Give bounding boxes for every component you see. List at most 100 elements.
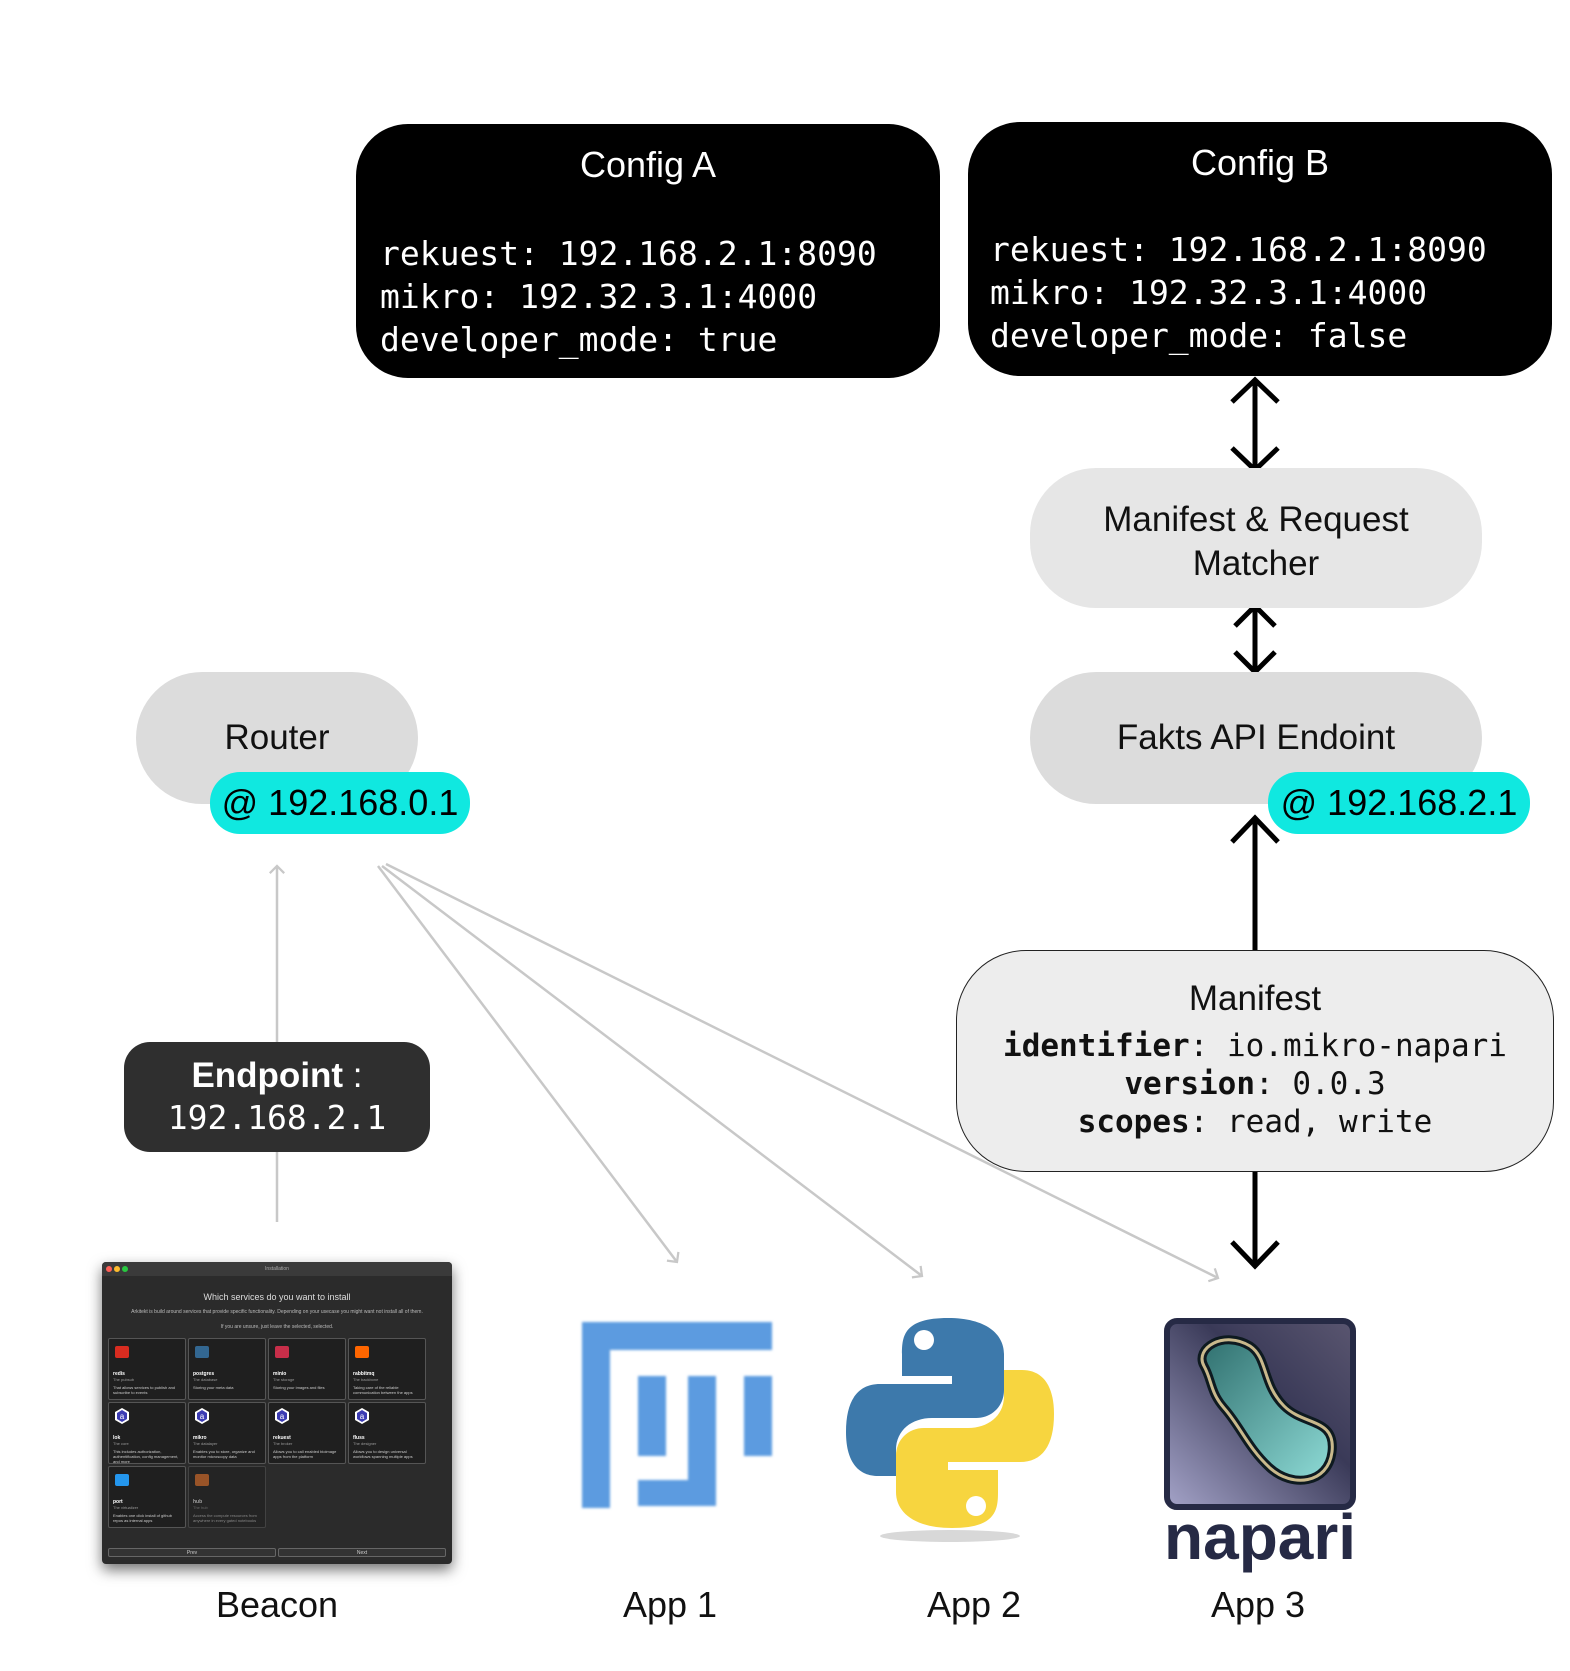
- svg-text:a: a: [280, 1412, 285, 1421]
- service-tile-description: Access the compute resources from anywhe…: [193, 1513, 257, 1523]
- arkitekt-icon: a: [353, 1407, 371, 1425]
- router-label: Router: [224, 718, 330, 757]
- config-b-card: Config B rekuest: 192.168.2.1:8090 mikro…: [968, 122, 1552, 376]
- double-arrow-matcher-fakts: [1233, 602, 1277, 676]
- service-tile-description: This includes authorization, authentific…: [113, 1449, 179, 1464]
- service-tile-subtitle: The broker: [273, 1441, 293, 1446]
- fiji-icon: [582, 1322, 772, 1508]
- matcher-node: Manifest & Request Matcher: [1030, 468, 1482, 608]
- maximize-dot-icon: [122, 1266, 128, 1272]
- service-tile-subtitle: The designer: [353, 1441, 377, 1446]
- fakts-ip-badge: @ 192.168.2.1: [1268, 772, 1530, 834]
- svg-text:a: a: [360, 1412, 365, 1421]
- service-tile-subtitle: The backbone: [353, 1377, 379, 1382]
- config-a-title: Config A: [579, 144, 717, 185]
- rabbitmq-icon: [353, 1343, 371, 1361]
- double-arrow-config-matcher: [1230, 376, 1280, 474]
- service-tile-name: lok: [113, 1435, 121, 1441]
- service-tile-description: Enables you to store, organize and monit…: [193, 1449, 255, 1459]
- app3-caption: App 3: [1210, 1584, 1306, 1625]
- fakts-label: Fakts API Endoint: [1116, 718, 1396, 757]
- svg-text:a: a: [120, 1412, 125, 1421]
- service-tile-description: Storing your images and files: [273, 1385, 325, 1390]
- manifest-field-scopes: scopes: read, write: [1077, 1104, 1433, 1140]
- beacon-titlebar: Installation: [102, 1262, 452, 1276]
- close-dot-icon: [106, 1266, 112, 1272]
- endpoint-key: Endpoint: [191, 1056, 344, 1095]
- matcher-label-line2: Matcher: [1192, 544, 1320, 583]
- service-tile-description: Taking care of the reliable communicatio…: [353, 1385, 413, 1395]
- endpoint-sep: :: [343, 1056, 363, 1095]
- endpoint-value: 192.168.2.1: [167, 1098, 387, 1137]
- config-a-line: mikro: 192.32.3.1:4000: [380, 277, 818, 316]
- service-tile-name: mikro: [193, 1435, 207, 1441]
- manifest-card: Manifest identifier: io.mikro-napari ver…: [956, 950, 1554, 1172]
- service-tile-subtitle: The datalayer: [193, 1441, 218, 1446]
- service-tile-description: Storing your meta data: [193, 1385, 234, 1390]
- config-a-line: developer_mode: true: [380, 320, 778, 359]
- arrows-router-to-apps: [377, 862, 1220, 1283]
- minio-icon: [273, 1343, 291, 1361]
- manifest-field-version: version: 0.0.3: [1124, 1066, 1386, 1102]
- matcher-label-line1: Manifest & Request: [1103, 500, 1409, 539]
- service-tile-subtitle: The virtualizer: [113, 1505, 139, 1510]
- postgres-icon: [193, 1343, 211, 1361]
- beacon-window-title: Installation: [265, 1266, 289, 1272]
- service-tile-name: hub: [193, 1499, 203, 1505]
- service-tile-name: minio: [273, 1371, 287, 1377]
- config-a-card: Config A rekuest: 192.168.2.1:8090 mikro…: [356, 124, 940, 378]
- next-button[interactable]: Next: [278, 1548, 446, 1557]
- arrow-manifest-to-app3: [1230, 1172, 1280, 1270]
- prev-button[interactable]: Prev: [108, 1548, 276, 1557]
- service-tile-name: rabbitmq: [353, 1371, 375, 1377]
- config-b-line: mikro: 192.32.3.1:4000: [990, 273, 1428, 312]
- config-a-line: rekuest: 192.168.2.1:8090: [380, 234, 877, 273]
- app2-caption: App 2: [926, 1584, 1022, 1625]
- napari-icon: [1164, 1318, 1356, 1510]
- docker-icon: [113, 1471, 131, 1489]
- service-tile-name: postgres: [193, 1371, 215, 1377]
- service-tile-description: Allows you to design universal workflows…: [353, 1449, 413, 1459]
- router-ip-badge: @ 192.168.0.1: [210, 772, 470, 834]
- minimize-dot-icon: [114, 1266, 120, 1272]
- beacon-intro: Arkitekt is build around services that p…: [131, 1309, 423, 1315]
- service-tile-subtitle: The pubsub: [113, 1377, 135, 1382]
- redis-icon: [113, 1343, 131, 1361]
- manifest-field-identifier: identifier: io.mikro-napari: [1003, 1028, 1507, 1064]
- python-icon: [846, 1318, 1054, 1542]
- app1-caption: App 1: [622, 1584, 718, 1625]
- beacon-hint: If you are unsure, just leave the select…: [220, 1324, 334, 1330]
- beacon-screenshot: Installation Which services do you want …: [102, 1262, 452, 1564]
- arrow-manifest-to-fakts: [1230, 814, 1280, 950]
- service-tile-subtitle: The core: [113, 1441, 129, 1446]
- config-b-line: developer_mode: false: [990, 316, 1408, 355]
- service-tile-subtitle: The database: [193, 1377, 218, 1382]
- svg-text:a: a: [200, 1412, 205, 1421]
- jupyter-icon: [193, 1471, 211, 1489]
- config-b-line: rekuest: 192.168.2.1:8090: [990, 230, 1487, 269]
- config-b-title: Config B: [1190, 142, 1330, 183]
- napari-wordmark: napari: [1164, 1501, 1357, 1573]
- service-tile-description: Allows you to call enabled bioimage apps…: [273, 1449, 337, 1459]
- service-tile-description: Enables one click install of github repo…: [113, 1513, 172, 1523]
- manifest-title: Manifest: [1188, 979, 1322, 1018]
- service-tile-name: rekuest: [273, 1435, 291, 1441]
- service-tile-name: redis: [113, 1371, 125, 1377]
- service-tile-name: port: [113, 1499, 123, 1505]
- service-tile-subtitle: The hub: [193, 1505, 208, 1510]
- service-tile-name: fluss: [353, 1435, 365, 1441]
- beacon-heading: Which services do you want to install: [203, 1292, 351, 1302]
- arkitekt-icon: a: [113, 1407, 131, 1425]
- service-tile-subtitle: The storage: [273, 1377, 295, 1382]
